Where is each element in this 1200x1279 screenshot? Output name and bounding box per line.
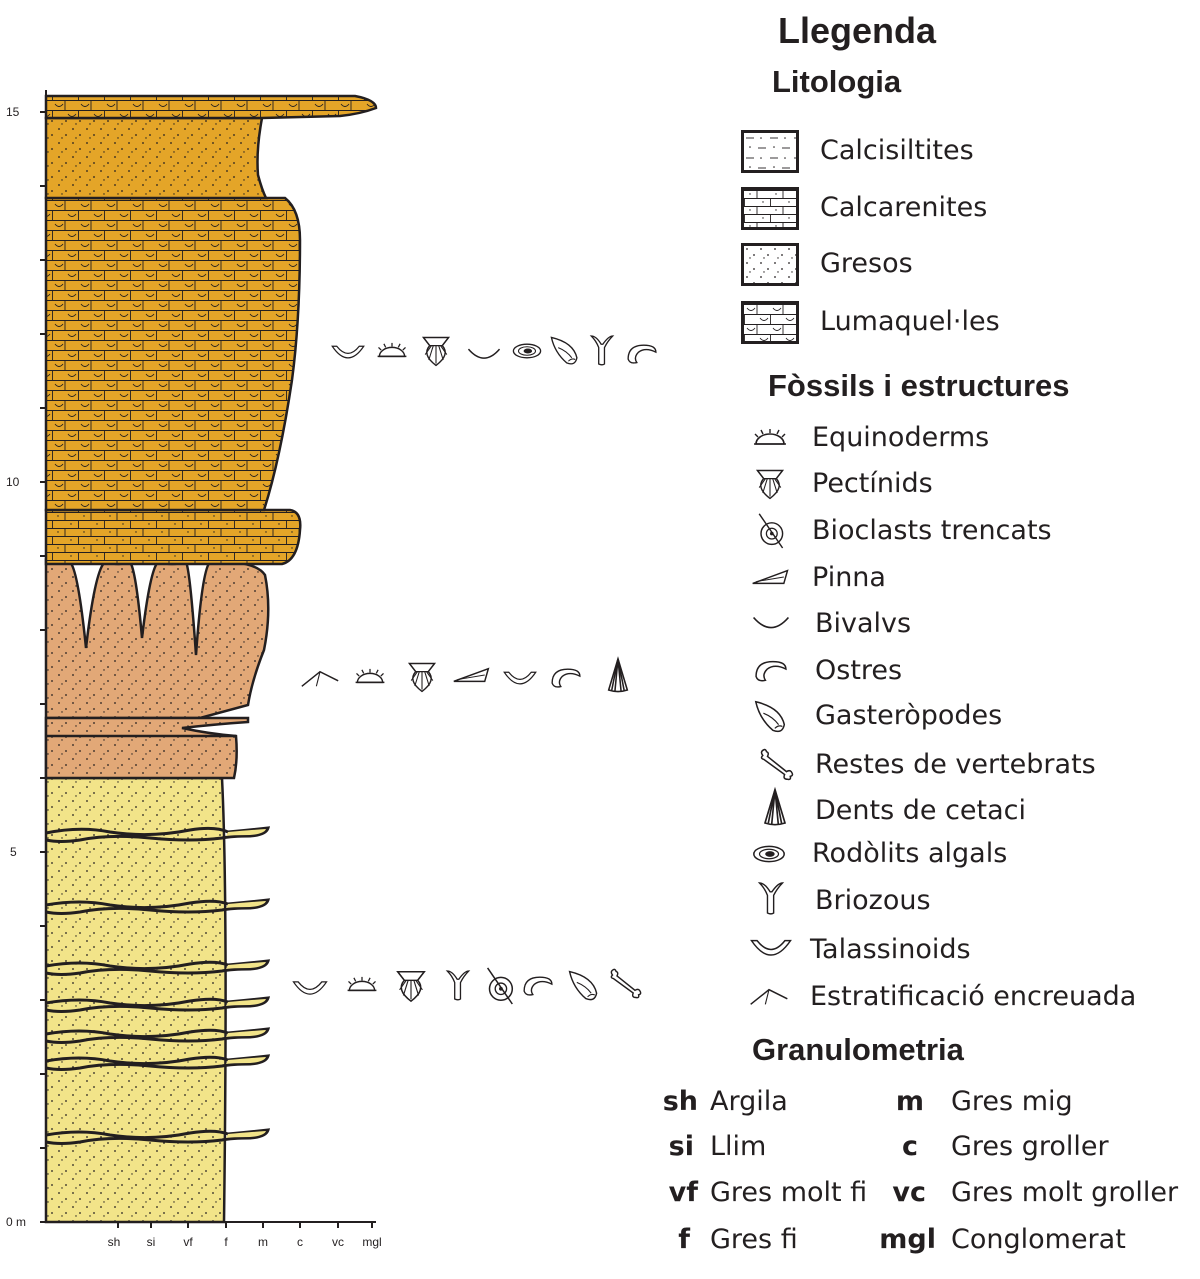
dents-icon	[760, 786, 790, 830]
depth-label-15: 15	[6, 105, 20, 119]
fossil-row-middle	[301, 658, 629, 693]
gasteropodes-icon	[752, 698, 790, 736]
depth-axis	[40, 90, 47, 1223]
swatch-calcisiltites	[741, 130, 799, 173]
granulometry-name-gres-groller: Gres groller	[951, 1131, 1109, 1162]
equinoderms-icon	[354, 668, 386, 684]
lithology-label-lumaqueles: Lumaquel·les	[820, 306, 1000, 337]
briozous-icon	[446, 970, 470, 1001]
fossil-label-bivalvs: Bivalvs	[815, 608, 912, 639]
briozous-icon	[756, 878, 786, 918]
granulometry-abbr-f: f	[678, 1224, 690, 1255]
swatch-calcarenites	[741, 187, 799, 230]
fossil-label-bioclasts: Bioclasts trencats	[812, 515, 1052, 546]
granulometry-name-gres-molt-groller: Gres molt groller	[951, 1177, 1179, 1208]
talassinoids-icon	[748, 936, 794, 962]
fossil-label-equinoderms: Equinoderms	[812, 422, 990, 453]
depth-label-10: 10	[6, 475, 20, 489]
lithology-label-calcisiltites: Calcisiltites	[820, 135, 974, 166]
swatch-gresos	[741, 243, 799, 286]
granulometry-abbr-mgl: mgl	[879, 1224, 936, 1255]
fossil-label-pectinids: Pectínids	[812, 468, 933, 499]
pectinids-icon	[752, 466, 788, 502]
gasteropodes-icon	[568, 970, 598, 1001]
grain-tick-mgl: mgl	[362, 1235, 381, 1249]
fossil-label-ostres: Ostres	[815, 655, 903, 686]
sandstone-beds	[45, 826, 271, 1145]
granulometry-name-conglomerat: Conglomerat	[951, 1224, 1126, 1255]
equinoderms-icon	[750, 426, 790, 450]
pinna-icon	[750, 566, 792, 588]
stratigraphic-column: 0 m 5 10 15 sh si vf f m c vc mgl	[6, 90, 657, 1249]
grain-tick-vc: vc	[332, 1235, 344, 1249]
pectinids-icon	[396, 970, 426, 1003]
granulometry-title: Granulometria	[752, 1032, 964, 1067]
ostres-icon	[627, 344, 657, 364]
lithology-label-gresos: Gresos	[820, 248, 913, 279]
bioclasts-icon	[486, 967, 514, 1005]
briozous-icon	[590, 335, 614, 366]
ostres-icon	[752, 656, 790, 684]
grain-size-axis	[46, 1221, 376, 1228]
fossil-label-talassinoids: Talassinoids	[810, 934, 971, 965]
talassinoids-icon	[503, 671, 537, 685]
granulometry-abbr-vc: vc	[892, 1177, 926, 1208]
vertebrats-icon	[610, 968, 642, 999]
fossil-label-briozous: Briozous	[815, 885, 931, 916]
dents-icon	[607, 658, 629, 693]
fossil-label-dents: Dents de cetaci	[815, 795, 1027, 826]
gasteropodes-icon	[550, 336, 578, 365]
granulometry-abbr-vf: vf	[668, 1177, 698, 1208]
estratificacio-icon	[748, 986, 790, 1008]
depth-label-5: 5	[10, 845, 17, 859]
pectinids-icon	[408, 662, 436, 693]
estratificacio-icon	[301, 670, 339, 688]
ostres-icon	[551, 668, 581, 688]
fossil-label-gasteropodes: Gasteròpodes	[815, 700, 1003, 731]
swatch-lumaqueles	[741, 301, 799, 344]
granulometry-name-gres-mig: Gres mig	[951, 1086, 1073, 1117]
vertebrats-icon	[756, 746, 798, 784]
granulometry-name-gres-fi: Gres fi	[710, 1224, 798, 1255]
rodolits-icon	[750, 842, 788, 866]
granulometry-name-argila: Argila	[710, 1086, 788, 1117]
granulometry-abbr-sh: sh	[662, 1086, 698, 1117]
granulometry-abbr-c: c	[901, 1131, 918, 1162]
grain-tick-si: si	[147, 1235, 156, 1249]
fossil-label-pinna: Pinna	[812, 562, 886, 593]
grain-tick-m: m	[258, 1235, 268, 1249]
legend-title: Llegenda	[778, 10, 937, 51]
talassinoids-icon	[331, 345, 365, 359]
fossil-label-estratificacio: Estratificació encreuada	[810, 981, 1137, 1012]
grain-tick-vf: vf	[183, 1235, 193, 1249]
fossil-label-vertebrats: Restes de vertebrats	[815, 749, 1096, 780]
ostres-icon	[523, 976, 553, 996]
pinna-icon	[453, 667, 490, 683]
depth-label-0: 0 m	[6, 1215, 26, 1229]
bivalvs-icon	[750, 612, 792, 634]
fossil-row-lower	[292, 967, 642, 1005]
bivalvs-icon	[467, 348, 501, 359]
grain-tick-sh: sh	[108, 1235, 121, 1249]
fossils-title: Fòssils i estructures	[768, 368, 1070, 403]
lithology-label-calcarenites: Calcarenites	[820, 192, 988, 223]
fossil-row-upper	[331, 335, 657, 367]
pectinids-icon	[422, 336, 450, 367]
grain-tick-f: f	[224, 1235, 228, 1249]
talassinoids-icon	[292, 981, 328, 995]
granulometry-abbr-m: m	[895, 1086, 924, 1117]
granulometry-name-llim: Llim	[710, 1131, 767, 1162]
grain-tick-c: c	[297, 1235, 303, 1249]
granulometry-abbr-si: si	[668, 1131, 694, 1162]
equinoderms-icon	[376, 342, 408, 358]
equinoderms-icon	[346, 976, 378, 992]
lithology-title: Litologia	[772, 64, 902, 99]
rodolits-icon	[512, 343, 542, 359]
fossil-label-rodolits: Rodòlits algals	[812, 838, 1008, 869]
bioclasts-icon	[752, 510, 788, 550]
granulometry-name-gres-molt-fi: Gres molt fi	[710, 1177, 868, 1208]
